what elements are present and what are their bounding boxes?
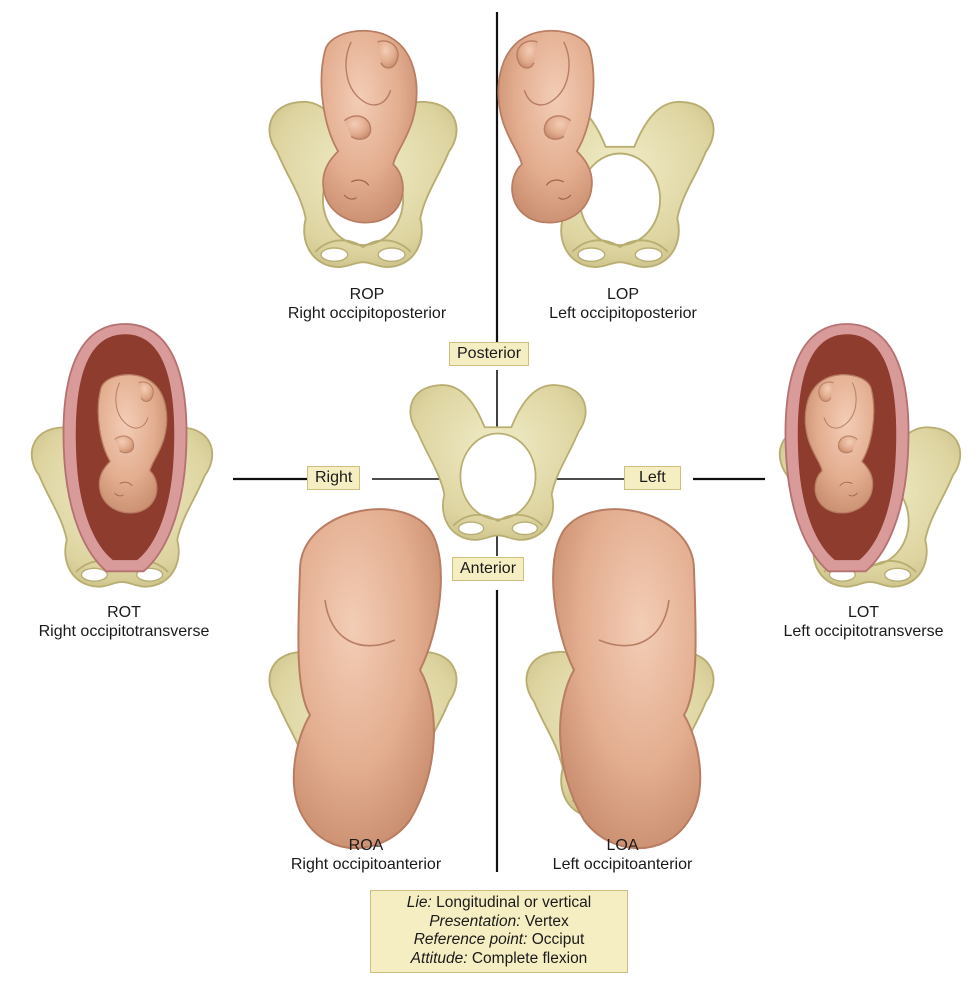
loa-caption: LOA Left occipitoanterior	[510, 836, 735, 874]
loa-abbr: LOA	[510, 836, 735, 855]
lot-abbr: LOT	[750, 603, 977, 622]
lop-caption: LOP Left occipitoposterior	[513, 285, 733, 323]
rot-abbr: ROT	[0, 603, 248, 622]
rot-illustration	[32, 324, 212, 587]
roa-abbr: ROA	[255, 836, 477, 855]
rop-illustration	[269, 31, 456, 267]
legend-reference-value: Occiput	[532, 931, 585, 948]
lot-full: Left occipitotransverse	[750, 622, 977, 641]
anterior-label: Anterior	[452, 557, 524, 581]
rop-caption: ROP Right occipitoposterior	[257, 285, 477, 323]
legend-presentation-row: Presentation: Vertex	[375, 913, 623, 932]
legend-reference-label: Reference point:	[414, 931, 528, 948]
legend-attitude-label: Attitude:	[411, 950, 468, 967]
legend-attitude-row: Attitude: Complete flexion	[375, 950, 623, 969]
roa-caption: ROA Right occipitoanterior	[255, 836, 477, 874]
posterior-label: Posterior	[449, 342, 529, 366]
legend-lie-label: Lie:	[407, 894, 432, 911]
lop-full: Left occipitoposterior	[513, 304, 733, 323]
lop-illustration	[498, 31, 713, 267]
legend-presentation-label: Presentation:	[429, 913, 520, 930]
legend-reference-row: Reference point: Occiput	[375, 931, 623, 950]
roa-illustration	[269, 509, 456, 848]
roa-full: Right occipitoanterior	[255, 855, 477, 874]
loa-illustration	[526, 509, 713, 848]
legend-attitude-value: Complete flexion	[472, 950, 587, 967]
lot-caption: LOT Left occipitotransverse	[750, 603, 977, 641]
legend-box: Lie: Longitudinal or vertical Presentati…	[370, 890, 628, 973]
lop-abbr: LOP	[513, 285, 733, 304]
legend-lie-value: Longitudinal or vertical	[436, 894, 591, 911]
legend-presentation-value: Vertex	[525, 913, 569, 930]
center-pelvis-illustration	[410, 385, 585, 540]
right-label: Right	[307, 466, 360, 490]
rot-caption: ROT Right occipitotransverse	[0, 603, 248, 641]
rot-full: Right occipitotransverse	[0, 622, 248, 641]
legend-lie-row: Lie: Longitudinal or vertical	[375, 894, 623, 913]
rop-abbr: ROP	[257, 285, 477, 304]
rop-full: Right occipitoposterior	[257, 304, 477, 323]
lot-illustration	[780, 324, 960, 587]
left-label: Left	[624, 466, 681, 490]
loa-full: Left occipitoanterior	[510, 855, 735, 874]
